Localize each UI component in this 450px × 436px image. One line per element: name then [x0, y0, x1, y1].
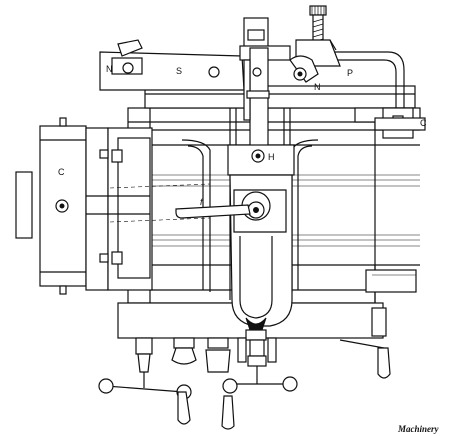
saddle-h: [227, 144, 295, 176]
lower-handles: [98, 329, 391, 430]
label-pointer-p: P: [347, 68, 353, 78]
labels: N S N P C C H f Machinery: [58, 64, 440, 434]
label-tool-f: f: [200, 197, 204, 207]
label-clamp-c: C: [420, 118, 427, 128]
credit-machinery: Machinery: [397, 424, 440, 434]
tool-head: [175, 174, 293, 331]
label-nut-left: N: [106, 64, 113, 74]
label-nut-right: N: [314, 82, 321, 92]
slide-s: [99, 39, 245, 91]
label-chuck-c: C: [58, 167, 65, 177]
label-handle-h: H: [268, 152, 275, 162]
right-nut: [289, 55, 319, 83]
label-slide-s: S: [176, 66, 182, 76]
central-ram: [239, 17, 291, 177]
right-bracket: [334, 51, 426, 139]
left-chuck: [15, 117, 211, 295]
